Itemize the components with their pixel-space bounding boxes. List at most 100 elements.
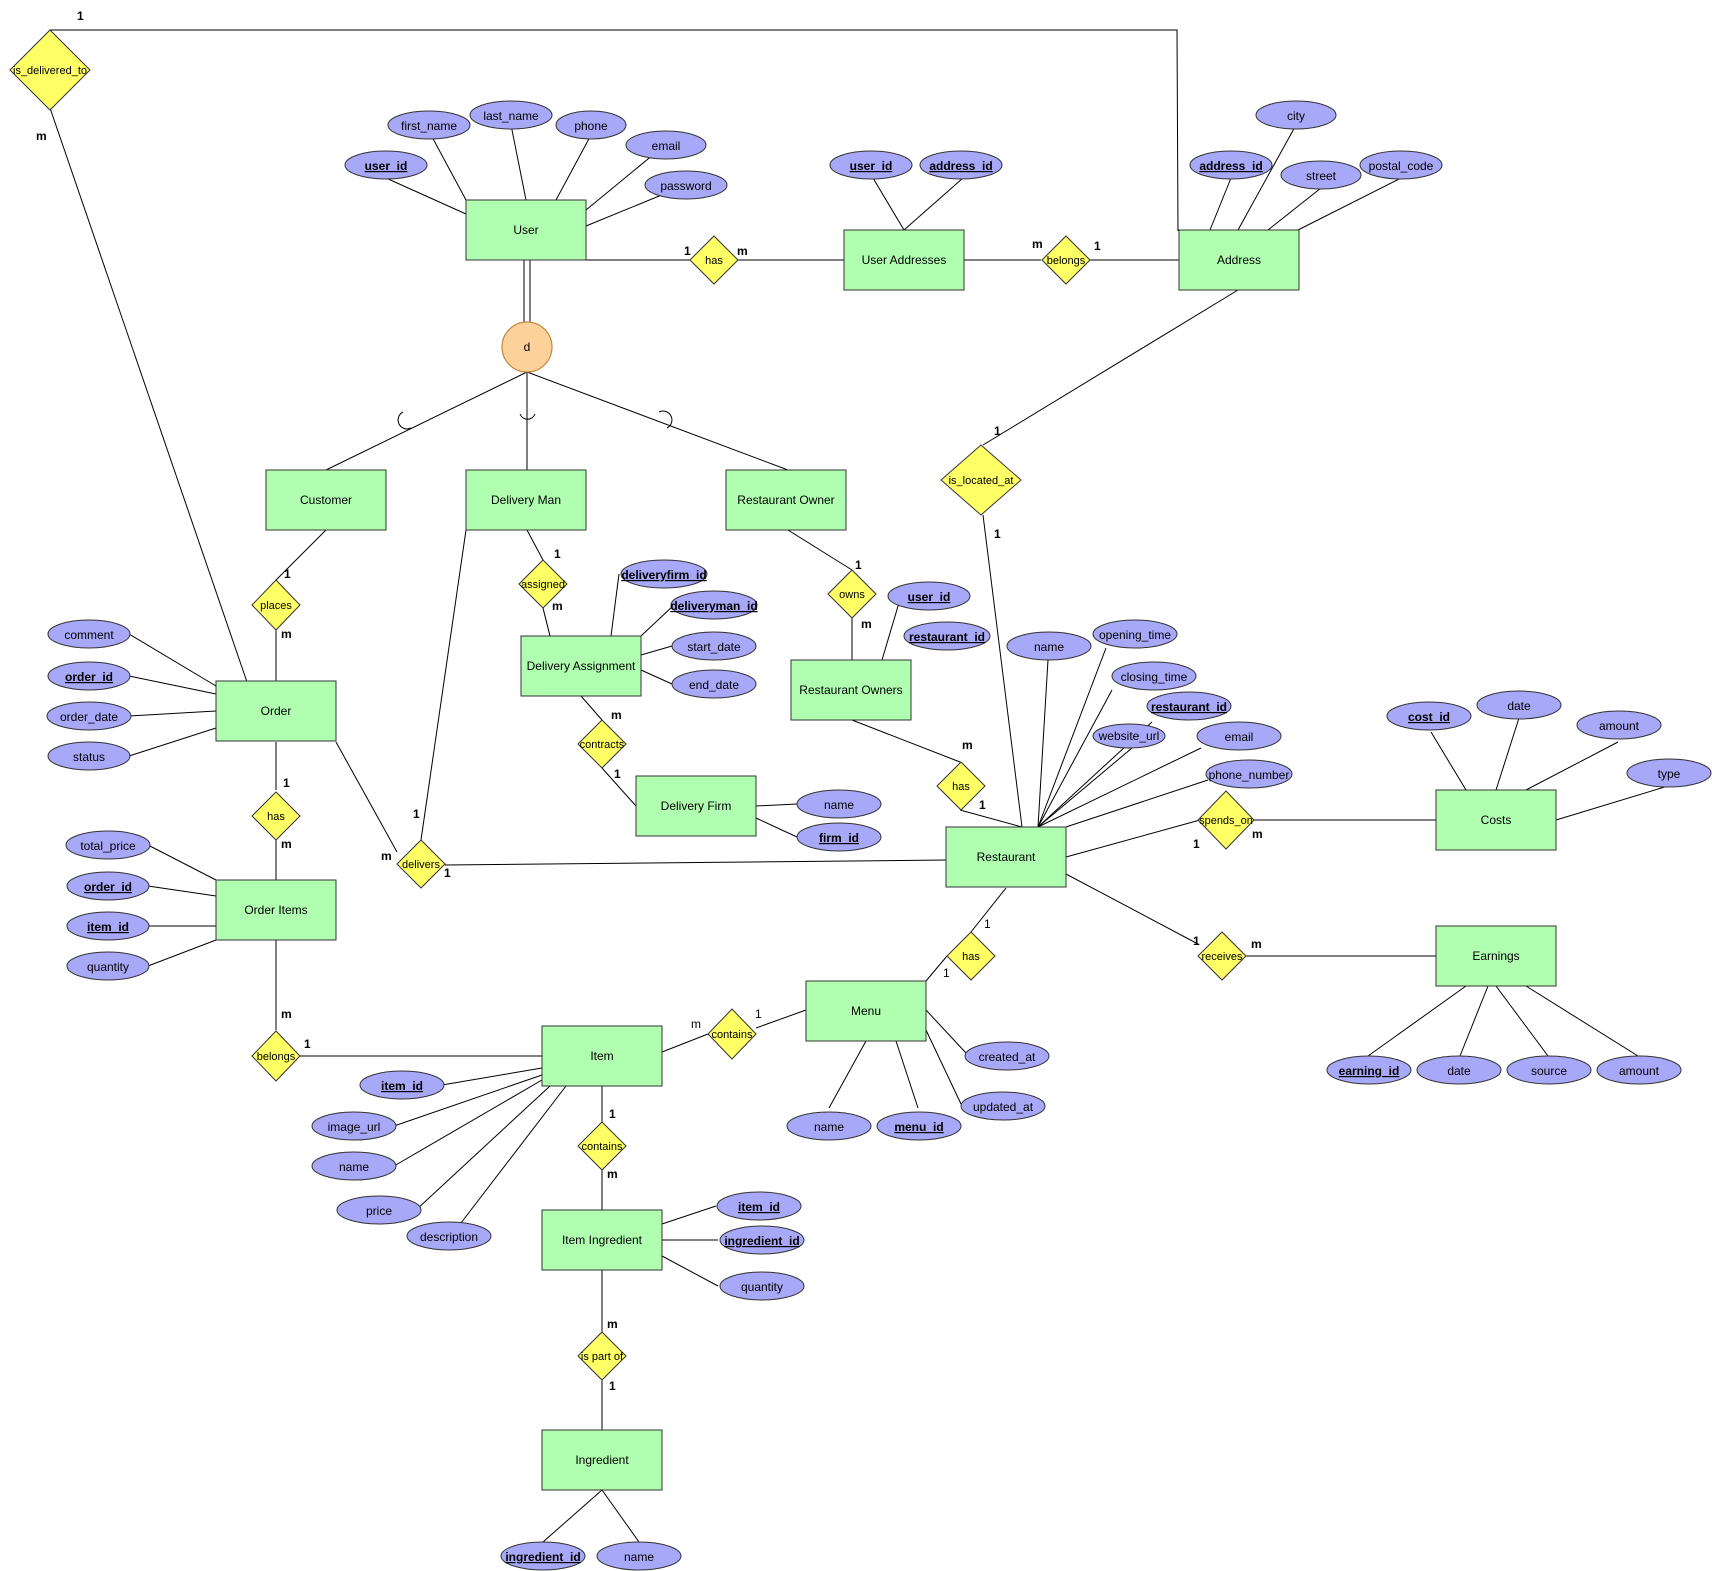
- entity-user[interactable]: User: [465, 199, 587, 261]
- entity-delivery-man[interactable]: Delivery Man: [465, 469, 587, 531]
- attr-costs-date[interactable]: date: [1476, 690, 1562, 720]
- entity-item[interactable]: Item: [541, 1025, 663, 1087]
- attr-ro-user-id[interactable]: user_id: [887, 581, 971, 611]
- attr-address-street[interactable]: street: [1280, 160, 1362, 190]
- attr-item-image-url[interactable]: image_url: [311, 1111, 397, 1141]
- card-label: 1: [1193, 934, 1200, 948]
- attr-rest-phone-number[interactable]: phone_number: [1205, 759, 1293, 789]
- entity-delivery-firm[interactable]: Delivery Firm: [635, 775, 757, 837]
- entity-menu[interactable]: Menu: [805, 980, 927, 1042]
- card-label: m: [36, 129, 47, 143]
- relationship-delivers[interactable]: delivers: [396, 839, 446, 889]
- attr-user-phone[interactable]: phone: [555, 110, 627, 140]
- attr-user-password[interactable]: password: [644, 170, 728, 200]
- attr-menu-menu-id[interactable]: menu_id: [876, 1111, 962, 1141]
- entity-ingredient[interactable]: Ingredient: [541, 1429, 663, 1491]
- attr-menu-created-at[interactable]: created_at: [964, 1041, 1050, 1071]
- attr-menu-name[interactable]: name: [786, 1111, 872, 1141]
- relationship-is-part-of[interactable]: is part of: [577, 1331, 627, 1381]
- attr-da-start-date[interactable]: start_date: [671, 631, 757, 661]
- attr-da-end-date[interactable]: end_date: [671, 669, 757, 699]
- relationship-order-has[interactable]: has: [251, 791, 301, 841]
- attr-user-user-id[interactable]: user_id: [344, 150, 428, 180]
- relationship-contracts[interactable]: contracts: [577, 719, 627, 769]
- relationship-contains-menu[interactable]: contains: [707, 1008, 757, 1060]
- attr-item-price[interactable]: price: [336, 1195, 422, 1225]
- attr-oi-quantity[interactable]: quantity: [66, 951, 150, 981]
- attr-ii-ingredient-id[interactable]: ingredient_id: [719, 1225, 805, 1255]
- card-label: m: [1032, 237, 1043, 251]
- attr-rest-closing-time[interactable]: closing_time: [1111, 661, 1197, 691]
- attr-order-order-id[interactable]: order_id: [47, 661, 131, 691]
- attr-ii-item-id[interactable]: item_id: [716, 1191, 802, 1221]
- attr-item-name[interactable]: name: [311, 1151, 397, 1181]
- attr-earn-source[interactable]: source: [1506, 1055, 1592, 1085]
- attr-order-comment[interactable]: comment: [47, 619, 131, 649]
- attr-ing-ingredient-id[interactable]: ingredient_id: [500, 1541, 586, 1571]
- relationship-contains-ingredient[interactable]: contains: [577, 1121, 627, 1171]
- attr-oi-item-id[interactable]: item_id: [66, 911, 150, 941]
- entity-customer[interactable]: Customer: [265, 469, 387, 531]
- relationship-restaurant-has[interactable]: has: [936, 761, 986, 811]
- attr-da-deliveryfirm-id[interactable]: deliveryfirm_id: [620, 559, 708, 589]
- relationship-owns[interactable]: owns: [827, 569, 877, 619]
- relationship-menu-has[interactable]: has: [946, 931, 996, 981]
- attr-ing-name[interactable]: name: [596, 1541, 682, 1571]
- entity-order-items[interactable]: Order Items: [215, 879, 337, 941]
- attr-menu-updated-at[interactable]: updated_at: [960, 1091, 1046, 1121]
- attr-user-last-name[interactable]: last_name: [469, 100, 553, 130]
- attr-rest-name[interactable]: name: [1006, 631, 1092, 661]
- entity-earnings[interactable]: Earnings: [1435, 925, 1557, 987]
- attr-ro-restaurant-id[interactable]: restaurant_id: [903, 621, 991, 651]
- relationship-assigned[interactable]: assigned: [518, 559, 568, 609]
- entity-delivery-assignment[interactable]: Delivery Assignment: [520, 635, 642, 697]
- relationship-receives[interactable]: receives: [1197, 931, 1247, 981]
- attr-df-name[interactable]: name: [796, 789, 882, 819]
- attr-oi-order-id[interactable]: order_id: [66, 871, 150, 901]
- entity-address[interactable]: Address: [1178, 229, 1300, 291]
- attr-costs-amount[interactable]: amount: [1576, 710, 1662, 740]
- attr-item-description[interactable]: description: [406, 1221, 492, 1251]
- attr-costs-type[interactable]: type: [1626, 758, 1712, 788]
- entity-costs[interactable]: Costs: [1435, 789, 1557, 851]
- entity-order[interactable]: Order: [215, 680, 337, 742]
- entity-restaurant-owner[interactable]: Restaurant Owner: [725, 469, 847, 531]
- relationship-belongs-item[interactable]: belongs: [251, 1030, 301, 1082]
- entity-user-addresses[interactable]: User Addresses: [843, 229, 965, 291]
- attr-ua-address-id[interactable]: address_id: [919, 150, 1003, 180]
- attr-user-email[interactable]: email: [625, 130, 707, 160]
- attr-user-first-name[interactable]: first_name: [387, 110, 471, 140]
- attr-earn-date[interactable]: date: [1416, 1055, 1502, 1085]
- attr-earn-amount[interactable]: amount: [1596, 1055, 1682, 1085]
- attr-da-deliveryman-id[interactable]: deliveryman_id: [670, 590, 758, 620]
- card-label: 1: [755, 1007, 762, 1021]
- attr-rest-opening-time[interactable]: opening_time: [1092, 619, 1178, 649]
- attr-rest-email[interactable]: email: [1196, 721, 1282, 751]
- attr-df-firm-id[interactable]: firm_id: [796, 822, 882, 852]
- attr-rest-restaurant-id[interactable]: restaurant_id: [1146, 691, 1232, 721]
- entity-item-ingredient[interactable]: Item Ingredient: [541, 1209, 663, 1271]
- svg-text:contracts: contracts: [580, 739, 625, 751]
- attr-item-item-id[interactable]: item_id: [359, 1070, 445, 1100]
- entity-restaurant[interactable]: Restaurant: [945, 826, 1067, 888]
- disjoint-specialization-circle: d: [501, 321, 553, 373]
- relationship-is-delivered-to[interactable]: is_delivered_to: [9, 29, 91, 111]
- attr-address-postal-code[interactable]: postal_code: [1359, 150, 1443, 180]
- relationship-spends-on[interactable]: spends_on: [1197, 790, 1255, 850]
- attr-oi-total-price[interactable]: total_price: [65, 830, 151, 860]
- entity-restaurant-owners[interactable]: Restaurant Owners: [790, 659, 912, 721]
- attr-rest-website-url[interactable]: website_url: [1092, 723, 1166, 749]
- attr-ua-user-id[interactable]: user_id: [829, 150, 913, 180]
- attr-ii-quantity[interactable]: quantity: [719, 1271, 805, 1301]
- attr-order-order-date[interactable]: order_date: [46, 701, 132, 731]
- attr-order-status[interactable]: status: [47, 741, 131, 771]
- relationship-belongs-address[interactable]: belongs: [1041, 235, 1091, 285]
- relationship-places[interactable]: places: [251, 579, 301, 631]
- attr-costs-cost-id[interactable]: cost_id: [1386, 701, 1472, 731]
- relationship-is-located-at[interactable]: is_located_at: [940, 444, 1022, 516]
- attr-address-address-id[interactable]: address_id: [1189, 150, 1273, 180]
- attr-earn-earning-id[interactable]: earning_id: [1326, 1055, 1412, 1085]
- attr-address-city[interactable]: city: [1255, 100, 1337, 130]
- card-label: 1: [304, 1037, 311, 1051]
- relationship-user-has[interactable]: has: [689, 235, 739, 285]
